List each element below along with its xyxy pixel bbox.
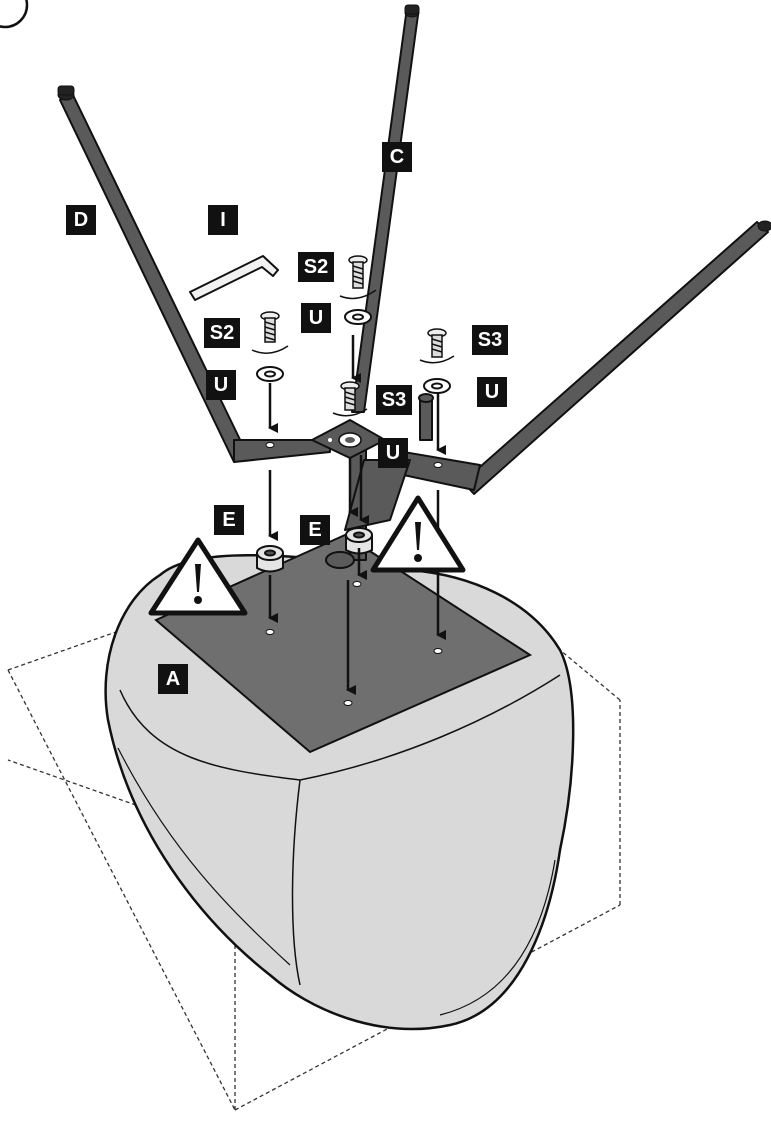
screw-icon — [339, 255, 377, 300]
washer-icon — [256, 366, 284, 382]
leg-c — [351, 14, 419, 413]
allen-key-icon — [189, 255, 279, 301]
label-i: I — [208, 205, 238, 235]
screw-icon — [419, 328, 455, 364]
warning-triangle-icon — [148, 537, 248, 616]
label-a: A — [158, 664, 188, 694]
screw-icon — [332, 381, 368, 417]
step-marker — [0, 0, 29, 29]
spacer — [256, 545, 284, 573]
label-s3: S3 — [376, 385, 412, 415]
label-d: D — [66, 205, 96, 235]
crossbar-holes — [265, 442, 443, 468]
plate-holes — [265, 581, 443, 706]
label-u: U — [477, 377, 507, 407]
label-c: C — [382, 142, 412, 172]
label-s2: S2 — [204, 318, 240, 348]
label-u: U — [206, 370, 236, 400]
washer-icon — [344, 309, 372, 325]
assembly-arrows — [268, 335, 446, 695]
label-e: E — [214, 505, 244, 535]
label-s3: S3 — [472, 325, 508, 355]
label-s2: S2 — [298, 252, 334, 282]
screw-icon — [251, 311, 289, 354]
label-u: U — [301, 303, 331, 333]
mounting-plate — [309, 418, 388, 460]
base-frame — [59, 14, 769, 569]
leg-caps — [57, 4, 771, 232]
spacer — [345, 527, 373, 555]
washer-icon — [423, 378, 451, 394]
label-u: U — [378, 438, 408, 468]
crossbar-left — [233, 439, 331, 463]
label-e: E — [300, 515, 330, 545]
leg-right — [462, 221, 769, 495]
warning-triangle-icon — [370, 495, 466, 573]
